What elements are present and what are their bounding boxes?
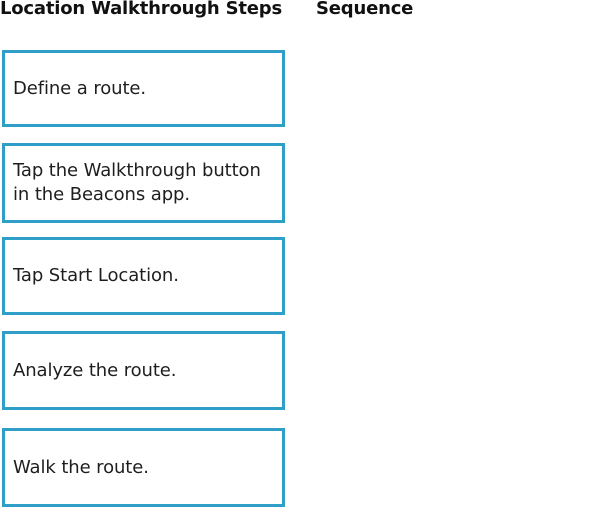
- step-tap-walkthrough[interactable]: Tap the Walkthrough button in the Beacon…: [2, 143, 285, 223]
- steps-column-title: Location Walkthrough Steps: [0, 0, 282, 19]
- step-label: Tap Start Location.: [13, 265, 179, 286]
- step-tap-start-location[interactable]: Tap Start Location.: [2, 237, 285, 315]
- step-analyze-route[interactable]: Analyze the route.: [2, 331, 285, 410]
- sequence-column-title: Sequence: [316, 0, 414, 19]
- step-define-route[interactable]: Define a route.: [2, 50, 285, 127]
- sequence-drop-area[interactable]: [310, 40, 600, 502]
- header: Location Walkthrough Steps Sequence: [0, 0, 608, 26]
- step-label: Analyze the route.: [13, 359, 177, 381]
- step-label: Walk the route.: [13, 456, 149, 478]
- step-label: Tap the Walkthrough button in the Beacon…: [13, 160, 261, 205]
- step-walk-route[interactable]: Walk the route.: [2, 428, 285, 507]
- step-label: Define a route.: [13, 77, 147, 99]
